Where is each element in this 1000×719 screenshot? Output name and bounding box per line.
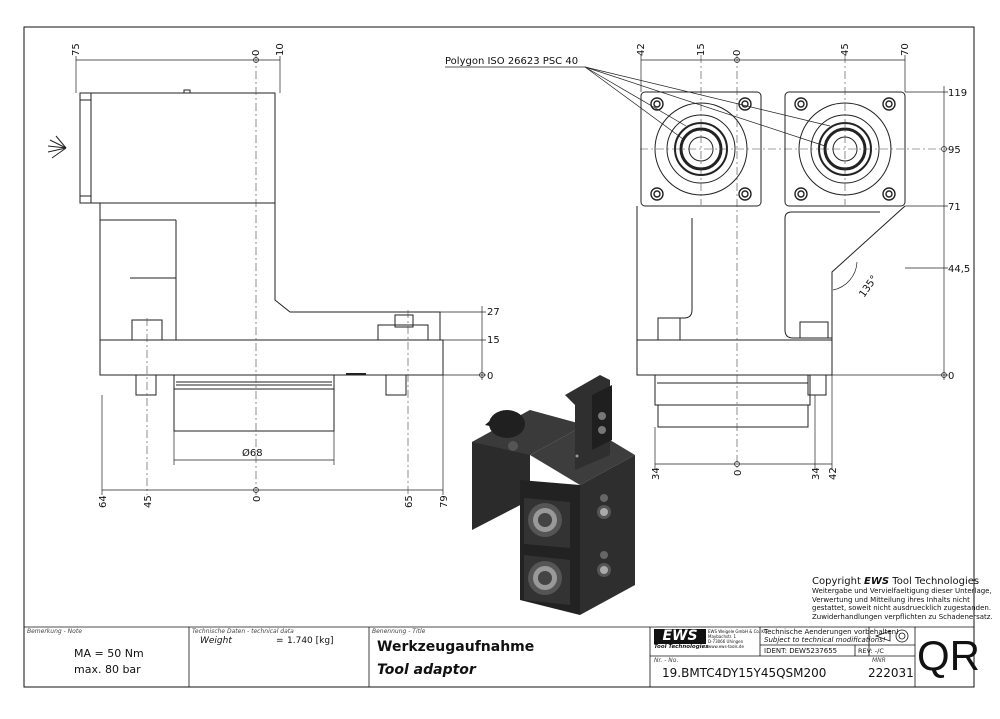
dim-side-top-75: 75 [71,43,82,56]
dim-side-top-10: 10 [275,43,286,56]
dim-angle-135: 135° [857,274,880,300]
projection-symbol [874,629,909,643]
dim-front-bottom-0: 0 [733,470,744,476]
copyright-block: Copyright EWS Tool Technologies Weiterga… [812,576,993,621]
side-view [47,89,444,432]
dim-side-bottom-64: 64 [98,495,109,508]
copyright-title: Copyright EWS Tool Technologies [812,576,980,587]
dim-side-right-15: 15 [487,335,500,346]
weight-equals: = [276,636,284,646]
tech-data-label: Technische Daten - technical data [192,628,294,635]
copyright-brand: EWS [864,576,890,587]
ident-number: IDENT: DEW5237655 [764,647,838,655]
change-notice-en: Subject to technical modifications! [764,636,886,644]
weight-value: 1.740 [kg] [287,636,334,646]
dim-side-bottom-79: 79 [439,495,450,508]
mnr-number: 222031 [868,666,914,680]
dim-side-bottom-0: 0 [252,496,263,502]
dim-front-right-71: 71 [948,202,961,213]
copyright-text: Weitergabe und Vervielfaeltigung dieser … [812,587,993,621]
dim-front-right-0: 0 [948,371,954,382]
dim-front-top-42: 42 [636,43,647,56]
mnr-label: MNR [872,657,886,664]
dim-front-top-70: 70 [900,43,911,56]
dim-front-right-44-5: 44,5 [948,264,970,275]
qr-code-label: QR [917,632,980,679]
dim-front-right-95: 95 [948,145,961,156]
title-label: Benennung - Title [372,628,426,635]
dim-front-bottom-42: 42 [828,467,839,480]
dim-side-top-0: 0 [251,50,262,56]
dim-front-right-119: 119 [948,88,967,99]
part-number: 19.BMTC4DY15Y45QSM200 [662,666,827,680]
isometric-view [472,375,635,615]
weight-label: Weight [200,636,232,646]
change-notice-de: Technische Aenderungen vorbehalten! [764,628,899,636]
title-block-frame [24,626,974,687]
note-values: MA = 50 Nm max. 80 bar [74,647,144,676]
title-english: Tool adaptor [377,662,476,678]
dim-side-bottom-45: 45 [143,495,154,508]
dim-diameter-68: Ø68 [242,447,263,459]
dim-front-top-0: 0 [732,50,743,56]
polygon-callout: Polygon ISO 26623 PSC 40 [445,56,578,67]
dim-side-bottom-65: 65 [404,495,415,508]
ews-logo: EWS Tool Technologies [654,628,709,650]
dim-side-right-27: 27 [487,307,500,318]
revision: REV: -/C [858,647,884,655]
number-label: Nr. - No. [654,657,679,664]
title-german: Werkzeugaufnahme [377,639,535,655]
dim-front-top-15: 15 [696,43,707,56]
note-label: Bemerkung - Note [27,628,82,635]
dim-side-right-0: 0 [487,371,493,382]
dim-front-top-45: 45 [840,43,851,56]
dim-front-bottom-34-left: 34 [651,467,662,480]
company-address: EWS Weigele GmbH & Co. KG Maybachstr. 1 … [708,629,768,649]
dim-front-bottom-34-right: 34 [811,467,822,480]
